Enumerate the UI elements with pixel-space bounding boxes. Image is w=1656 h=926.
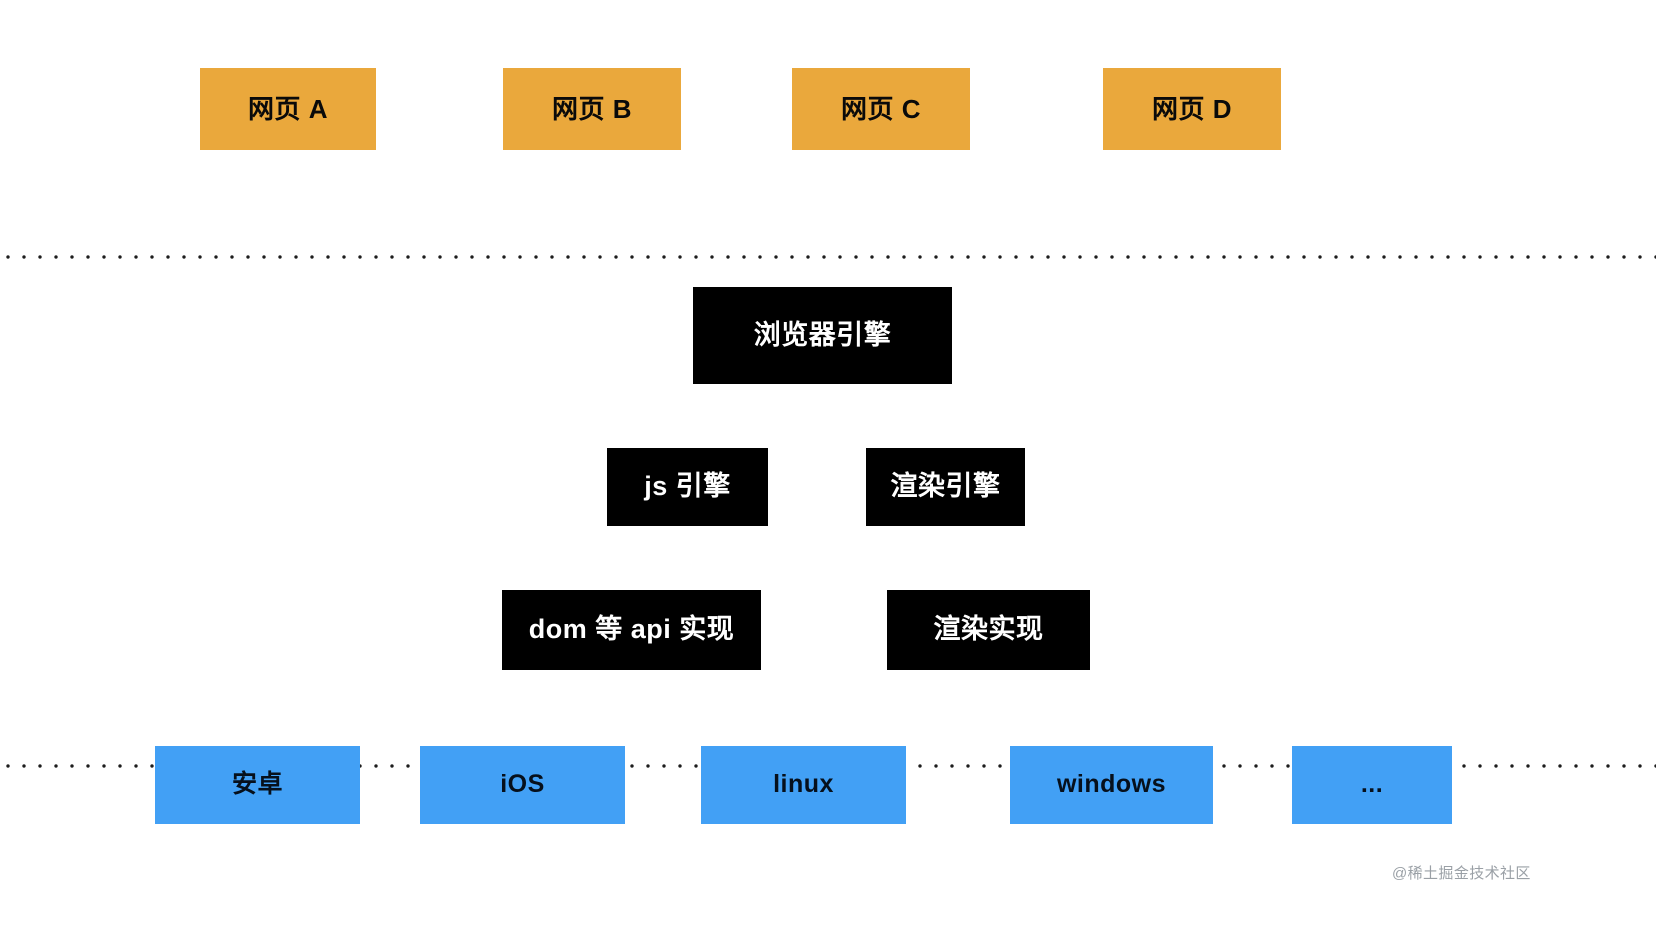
node-web-page-d: 网页 D xyxy=(1103,68,1281,150)
node-label: 网页 C xyxy=(840,93,921,124)
node-label: 网页 B xyxy=(551,93,632,124)
node-os-ios: iOS xyxy=(420,746,625,824)
watermark: @稀土掘金技术社区 xyxy=(1392,865,1531,882)
node-os-windows: windows xyxy=(1010,746,1213,824)
node-rendering-implementation: 渲染实现 xyxy=(887,590,1090,670)
node-browser-engine: 浏览器引擎 xyxy=(693,287,952,384)
node-label: ... xyxy=(1360,770,1384,799)
node-label: 安卓 xyxy=(231,770,283,799)
node-js-engine: js 引擎 xyxy=(607,448,768,526)
node-label: 网页 D xyxy=(1151,93,1232,124)
node-label: js 引擎 xyxy=(644,471,731,502)
node-os-more: ... xyxy=(1292,746,1452,824)
node-label: iOS xyxy=(500,770,545,799)
node-rendering-engine: 渲染引擎 xyxy=(866,448,1025,526)
node-web-page-b: 网页 B xyxy=(503,68,681,150)
divider-top xyxy=(0,255,1656,259)
node-os-android: 安卓 xyxy=(155,746,360,824)
node-label: dom 等 api 实现 xyxy=(528,614,735,645)
node-label: linux xyxy=(773,770,834,799)
node-web-page-a: 网页 A xyxy=(200,68,376,150)
node-os-linux: linux xyxy=(701,746,906,824)
node-label: 网页 A xyxy=(247,93,328,124)
node-label: 渲染引擎 xyxy=(890,471,1001,502)
node-web-page-c: 网页 C xyxy=(792,68,970,150)
node-dom-api-implementation: dom 等 api 实现 xyxy=(502,590,761,670)
node-label: 渲染实现 xyxy=(933,614,1044,645)
node-label: 浏览器引擎 xyxy=(753,319,892,350)
node-label: windows xyxy=(1056,770,1167,799)
